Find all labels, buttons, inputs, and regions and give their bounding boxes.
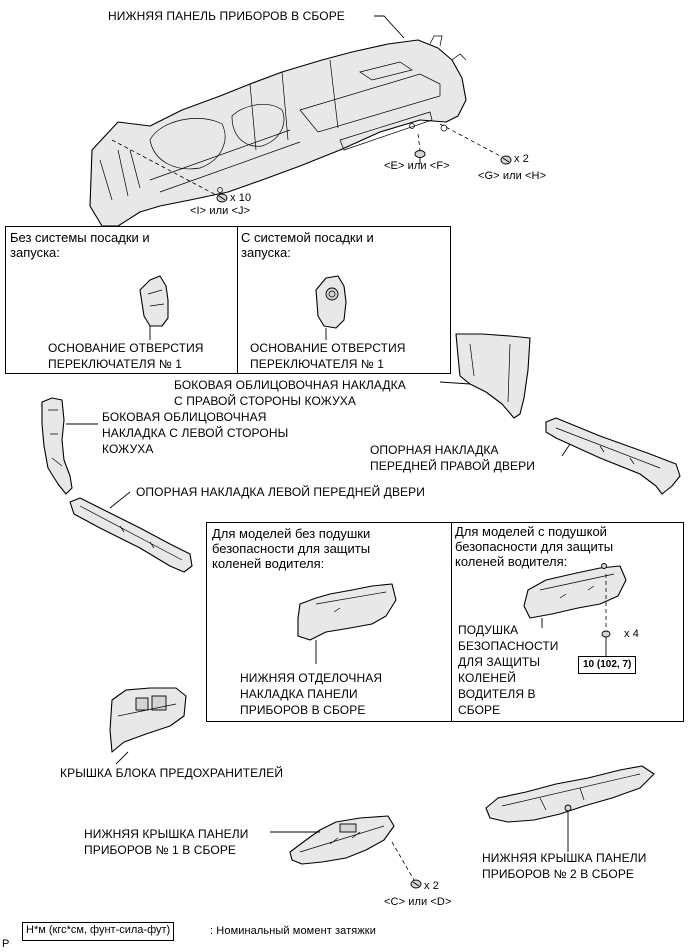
leader-left-scuff (109, 491, 131, 509)
knee-airbag-drawing (523, 563, 627, 619)
fuse-box-cover-drawing (109, 687, 187, 753)
switch-base-smart-key-drawing (315, 275, 347, 329)
dash-screw-ij (111, 139, 219, 197)
dash-screw-cd (391, 841, 415, 881)
legend-torque-text: : Номинальный момент затяжки (210, 925, 376, 937)
label-right-scuff-plate: ОПОРНАЯ НАКЛАДКА ПЕРЕДНЕЙ ПРАВОЙ ДВЕРИ (370, 443, 535, 473)
label-screw-cd-count: x 2 (424, 880, 439, 892)
page-marker: P (2, 938, 10, 950)
label-lower-instrument-panel: НИЖНЯЯ ПАНЕЛЬ ПРИБОРОВ В СБОРЕ (108, 9, 345, 23)
label-left-scuff-plate: ОПОРНАЯ НАКЛАДКА ЛЕВОЙ ПЕРЕДНЕЙ ДВЕРИ (136, 485, 425, 499)
label-left-cowl-trim: БОКОВАЯ ОБЛИЦОВОЧНАЯ НАКЛАДКА С ЛЕВОЙ СТ… (102, 410, 289, 456)
label-switch-base-left: ОСНОВАНИЕ ОТВЕРСТИЯ ПЕРЕКЛЮЧАТЕЛЯ № 1 (48, 341, 204, 371)
knee-box-left-title: Для моделей без подушки безопасности для… (212, 526, 371, 571)
label-lower-cover-2: НИЖНЯЯ КРЫШКА ПАНЕЛИ ПРИБОРОВ № 2 В СБОР… (482, 851, 647, 881)
label-fuse-box-cover: КРЫШКА БЛОКА ПРЕДОХРАНИТЕЛЕЙ (60, 766, 284, 780)
switch-box-right-title: С системой посадки и запуска: (241, 230, 374, 260)
legend-torque-unit-box: Н*м (кгс*см, фунт-сила-фут) (22, 922, 175, 941)
right-scuff-plate-drawing (545, 417, 681, 495)
left-scuff-plate-drawing (69, 497, 193, 573)
right-cowl-trim-drawing (455, 333, 531, 419)
left-cowl-trim-drawing (41, 397, 73, 495)
label-screw-cd: <C> или <D> (384, 896, 452, 908)
leader-fuse-cover (115, 751, 129, 765)
screw-cd-icon (410, 879, 422, 889)
switch-box-divider (237, 226, 238, 374)
label-right-cowl-trim: БОКОВАЯ ОБЛИЦОВОЧНАЯ НАКЛАДКА С ПРАВОЙ С… (174, 378, 406, 408)
lower-cover-1-drawing (289, 815, 395, 865)
torque-value-box: 10 (102, 7) (578, 656, 637, 674)
lower-instrument-panel-drawing (89, 35, 467, 227)
knee-bolt-icon (601, 630, 611, 646)
label-knee-bolt-count: x 4 (624, 628, 639, 640)
lower-finish-panel-drawing (297, 583, 397, 641)
screw-gh-icon (500, 155, 512, 165)
switch-base-no-smart-key-drawing (139, 275, 169, 327)
switch-box-left-title: Без системы посадки и запуска: (10, 230, 150, 260)
label-screw-gh-count: x 2 (514, 153, 529, 165)
dash-bolt-ef (417, 133, 421, 151)
label-screw-ij-count: x 10 (230, 192, 252, 204)
screw-ij-icon (216, 193, 228, 203)
leader-right-scuff (561, 443, 571, 457)
dash-screw-gh (439, 123, 505, 159)
bolt-ef-icon (414, 150, 426, 164)
knee-box-right-title: Для моделей с подушкой безопасности для … (455, 524, 614, 569)
leader-right-cowl (439, 381, 471, 385)
switch-base-variant-box (5, 226, 451, 374)
knee-box-divider (451, 522, 452, 722)
label-screw-gh: <G> или <H> (478, 170, 547, 182)
label-bolt-ef: <E> или <F> (384, 160, 450, 172)
leader-lower-panel (374, 15, 405, 39)
lower-cover-2-drawing (485, 765, 655, 823)
label-switch-base-right: ОСНОВАНИЕ ОТВЕРСТИЯ ПЕРЕКЛЮЧАТЕЛЯ № 1 (250, 341, 406, 371)
label-knee-airbag: ПОДУШКА БЕЗОПАСНОСТИ ДЛЯ ЗАЩИТЫ КОЛЕНЕЙ … (458, 623, 559, 717)
label-screw-ij: <I> или <J> (190, 205, 251, 217)
knee-airbag-variant-box (206, 522, 684, 722)
label-lower-cover-1: НИЖНЯЯ КРЫШКА ПАНЕЛИ ПРИБОРОВ № 1 В СБОР… (84, 827, 249, 857)
label-lower-finish-panel: НИЖНЯЯ ОТДЕЛОЧНАЯ НАКЛАДКА ПАНЕЛИ ПРИБОР… (240, 671, 383, 717)
